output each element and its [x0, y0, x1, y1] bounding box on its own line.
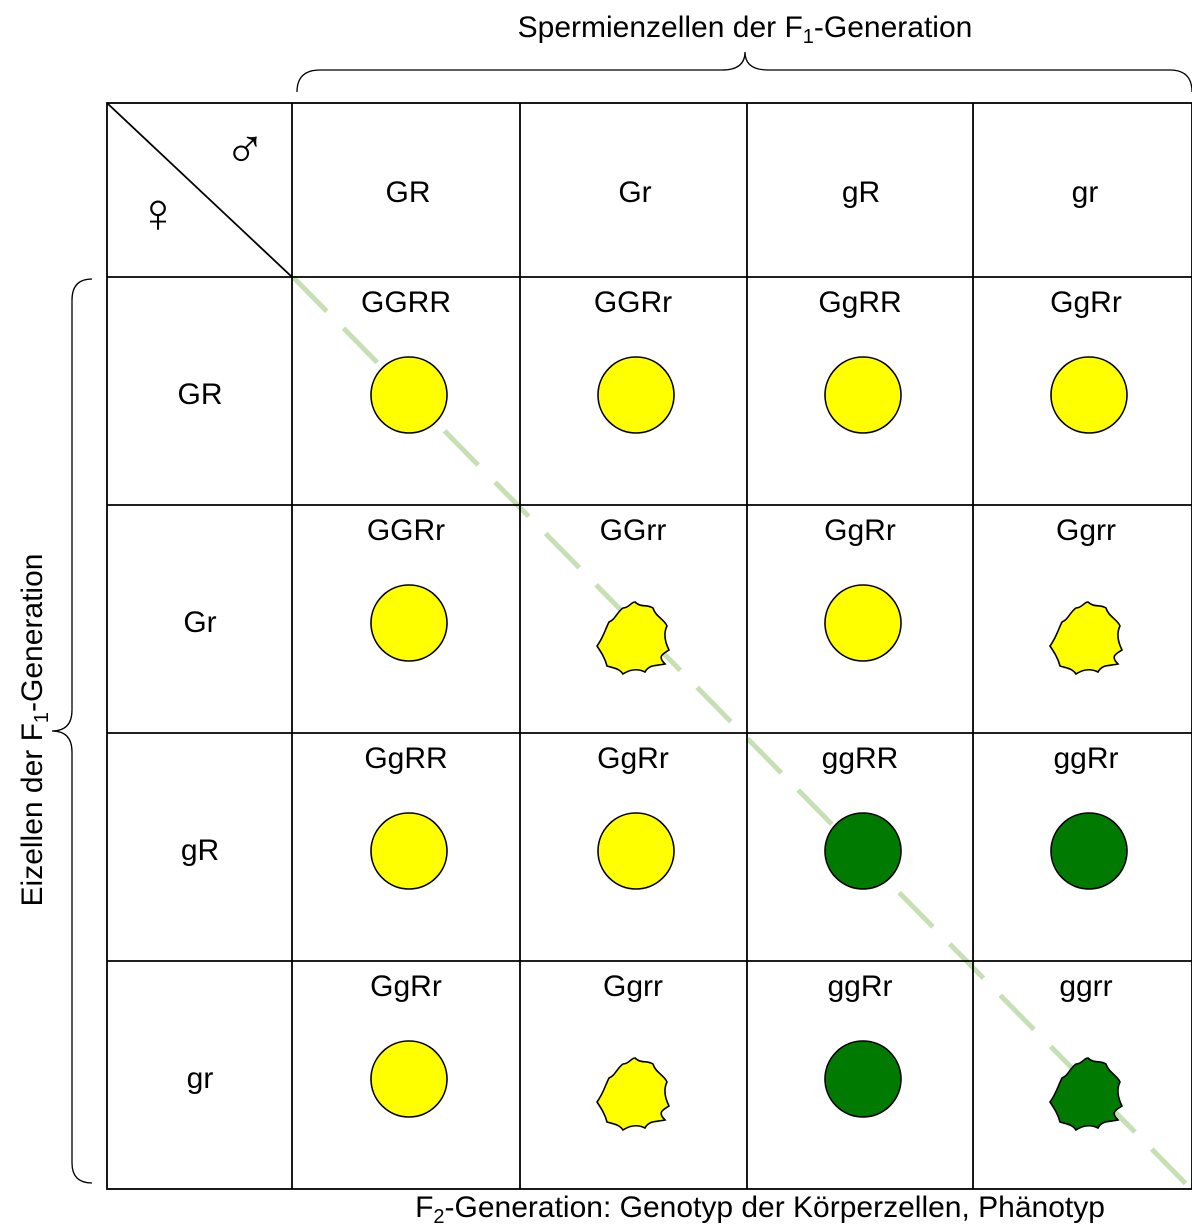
offspring-cell: GGRr — [367, 514, 448, 662]
genotype-label: ggRR — [822, 742, 899, 775]
genotype-label: GgRr — [824, 514, 896, 547]
offspring-cell: GgRR — [818, 286, 902, 434]
offspring-cell: ggRr — [1050, 742, 1128, 890]
genotype-label: GGrr — [600, 514, 667, 547]
genotype-label: Ggrr — [603, 970, 663, 1003]
offspring-cell: GGRr — [594, 286, 675, 434]
row-header-3: gR — [181, 834, 219, 867]
round-pea-icon — [824, 812, 902, 890]
male-symbol: ♂ — [224, 117, 266, 180]
offspring-cell: GgRr — [370, 970, 448, 1118]
round-pea-icon — [824, 584, 902, 662]
round-pea-icon — [370, 1040, 448, 1118]
genotype-label: GgRR — [818, 286, 901, 319]
egg-cells-label: Eizellen der F1-Generation — [16, 554, 53, 907]
wrinkled-pea-icon — [596, 601, 671, 676]
wrinkled-pea-icon — [596, 1057, 671, 1132]
offspring-cell: ggRR — [822, 742, 902, 890]
round-pea-icon — [370, 584, 448, 662]
female-symbol: ♀ — [137, 181, 179, 244]
genotype-label: GGRr — [594, 286, 672, 319]
offspring-cell: GgRR — [364, 742, 448, 890]
offspring-cell: ggrr — [1049, 970, 1124, 1132]
top-brace — [296, 51, 1192, 93]
row-header-2: Gr — [183, 606, 216, 639]
f2-caption: F2-Generation: Genotyp der Körperzellen,… — [415, 1191, 1105, 1227]
offspring-cell: GGRR — [361, 286, 451, 434]
genotype-label: Ggrr — [1056, 514, 1116, 547]
round-pea-icon — [370, 356, 448, 434]
offspring-cell: Ggrr — [1049, 514, 1124, 676]
sperm-cells-label: Spermienzellen der F1-Generation — [518, 11, 973, 48]
offspring-cell: Ggrr — [596, 970, 671, 1132]
wrinkled-pea-icon — [1049, 601, 1124, 676]
genotype-label: GgRr — [370, 970, 442, 1003]
round-pea-icon — [597, 812, 675, 890]
round-pea-icon — [370, 812, 448, 890]
round-pea-icon — [1050, 356, 1128, 434]
genotype-label: ggrr — [1059, 970, 1112, 1003]
genotype-label: GgRr — [1050, 286, 1122, 319]
round-pea-icon — [824, 1040, 902, 1118]
genotype-label: GgRr — [597, 742, 669, 775]
genotype-label: ggRr — [1053, 742, 1118, 775]
round-pea-icon — [824, 356, 902, 434]
col-header-4: gr — [1072, 176, 1099, 209]
side-brace — [51, 278, 93, 1184]
col-header-2: Gr — [618, 176, 651, 209]
genotype-label: GGRr — [367, 514, 445, 547]
offspring-cell: GgRr — [824, 514, 902, 662]
offspring-cell: ggRr — [824, 970, 902, 1118]
genotype-label: ggRr — [827, 970, 892, 1003]
col-header-1: GR — [386, 176, 431, 209]
round-pea-icon — [597, 356, 675, 434]
offspring-cell: GGrr — [596, 514, 671, 676]
genotype-label: GGRR — [361, 286, 451, 319]
genotype-label: GgRR — [364, 742, 447, 775]
grid — [106, 102, 1192, 1190]
offspring-cell: GgRr — [1050, 286, 1128, 434]
wrinkled-pea-icon — [1049, 1057, 1124, 1132]
row-header-4: gr — [187, 1062, 214, 1095]
round-pea-icon — [1050, 812, 1128, 890]
col-header-3: gR — [842, 176, 880, 209]
row-header-1: GR — [178, 378, 223, 411]
offspring-cell: GgRr — [597, 742, 675, 890]
